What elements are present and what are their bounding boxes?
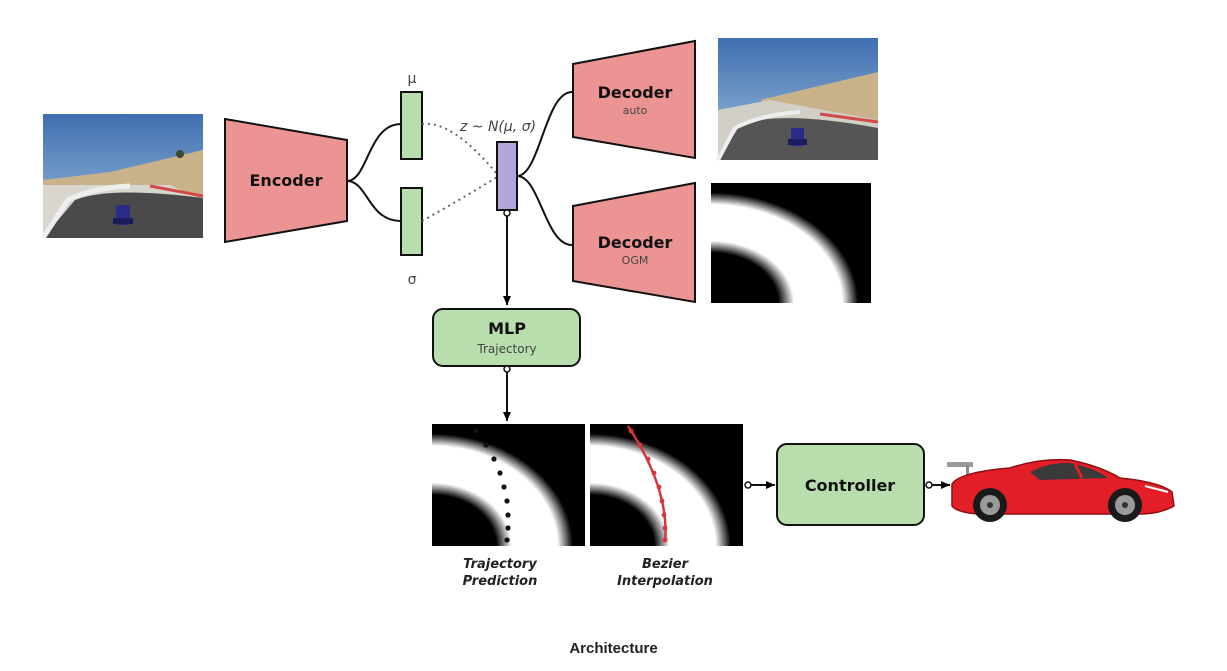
encoder-block: Encoder <box>224 117 348 244</box>
decoder-ogm-title: Decoder <box>598 233 673 252</box>
encoder-label: Encoder <box>250 171 323 190</box>
mlp-block: MLP Trajectory <box>432 308 581 367</box>
controller-block: Controller <box>776 443 925 526</box>
decoder-auto-block: Decoder auto <box>572 39 696 160</box>
ogm-image <box>711 183 871 303</box>
mlp-output-port <box>503 365 511 373</box>
bezier-label-line1: Bezier <box>642 557 690 572</box>
decoder-auto-title: Decoder <box>598 83 673 102</box>
decoder-ogm-subtitle: OGM <box>622 254 649 267</box>
sigma-sample-dotted-line <box>421 176 498 222</box>
bezier-points <box>628 428 668 543</box>
controller-label: Controller <box>805 476 895 495</box>
encoder-sigma-connector <box>346 180 402 222</box>
decoder-ogm-block: Decoder OGM <box>572 181 696 304</box>
trajectory-points <box>473 428 511 543</box>
latent-decoder-ogm-connector <box>516 175 573 246</box>
encoder-mu-connector <box>346 123 402 182</box>
sigma-label: σ <box>408 272 417 288</box>
trajectory-prediction-label-line2: Prediction <box>463 574 538 589</box>
decoder-auto-subtitle: auto <box>623 104 648 117</box>
bezier-label-line2: Interpolation <box>617 574 713 589</box>
mu-sample-dotted-line <box>421 122 498 175</box>
bezier-output-port <box>744 481 752 489</box>
mlp-subtitle: Trajectory <box>476 342 536 356</box>
input-road-image <box>40 114 204 240</box>
reconstructed-road-image <box>716 38 879 161</box>
controller-output-port <box>925 481 933 489</box>
latent-output-port <box>503 209 511 217</box>
mlp-title: MLP <box>488 319 526 338</box>
latent-vector <box>496 141 518 211</box>
red-car-illustration <box>947 458 1175 522</box>
figure-caption: Architecture <box>569 640 658 657</box>
latent-label: z ~ N(μ, σ) <box>459 119 536 135</box>
trajectory-prediction-image <box>432 424 585 546</box>
latent-decoder-auto-connector <box>516 91 573 177</box>
mu-label: μ <box>408 71 417 87</box>
bezier-interpolation-image <box>590 424 743 546</box>
mu-vector <box>400 91 423 160</box>
sigma-vector <box>400 187 423 256</box>
trajectory-prediction-label-line1: Trajectory <box>463 557 537 572</box>
